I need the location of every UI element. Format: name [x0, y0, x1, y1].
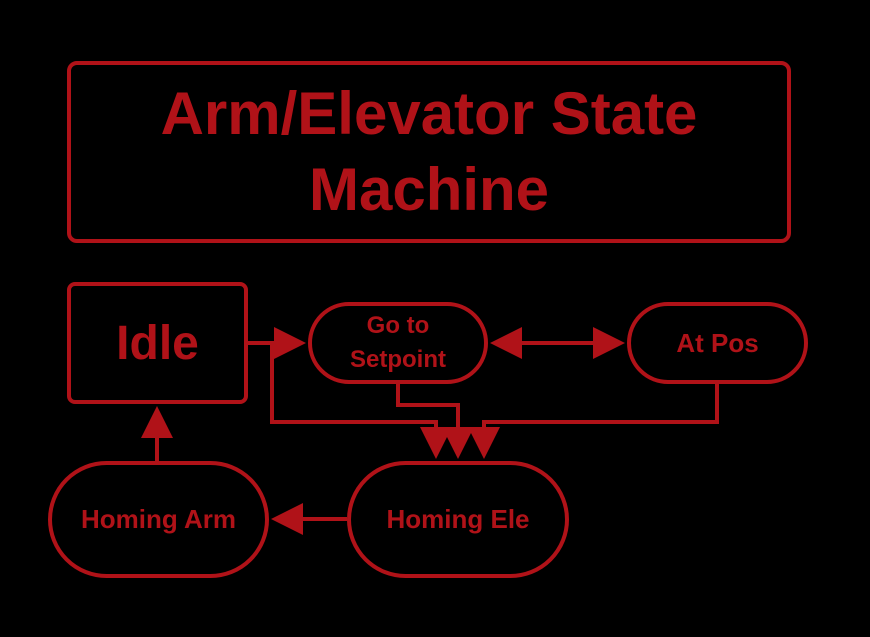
diagram-title-text: Arm/Elevator State Machine — [160, 80, 698, 223]
arrow-setpoint-to-homing-ele — [396, 384, 474, 459]
state-at-pos-label: At Pos — [676, 327, 759, 358]
state-go-to-setpoint: Go to Setpoint — [308, 302, 488, 384]
arrow-atpos-to-homing-ele — [468, 384, 719, 459]
state-at-pos: At Pos — [627, 302, 808, 384]
state-idle-label: Idle — [116, 316, 199, 370]
state-homing-ele-label: Homing Ele — [386, 504, 530, 534]
state-homing-arm-label: Homing Arm — [80, 504, 237, 534]
arrow-idle-to-homing-ele — [270, 343, 452, 459]
state-homing-ele: Homing Ele — [347, 461, 569, 578]
state-homing-arm: Homing Arm — [48, 461, 269, 578]
state-idle: Idle — [67, 282, 248, 404]
diagram-title: Arm/Elevator State Machine — [67, 61, 791, 243]
state-go-to-setpoint-label: Go to Setpoint — [350, 312, 446, 373]
